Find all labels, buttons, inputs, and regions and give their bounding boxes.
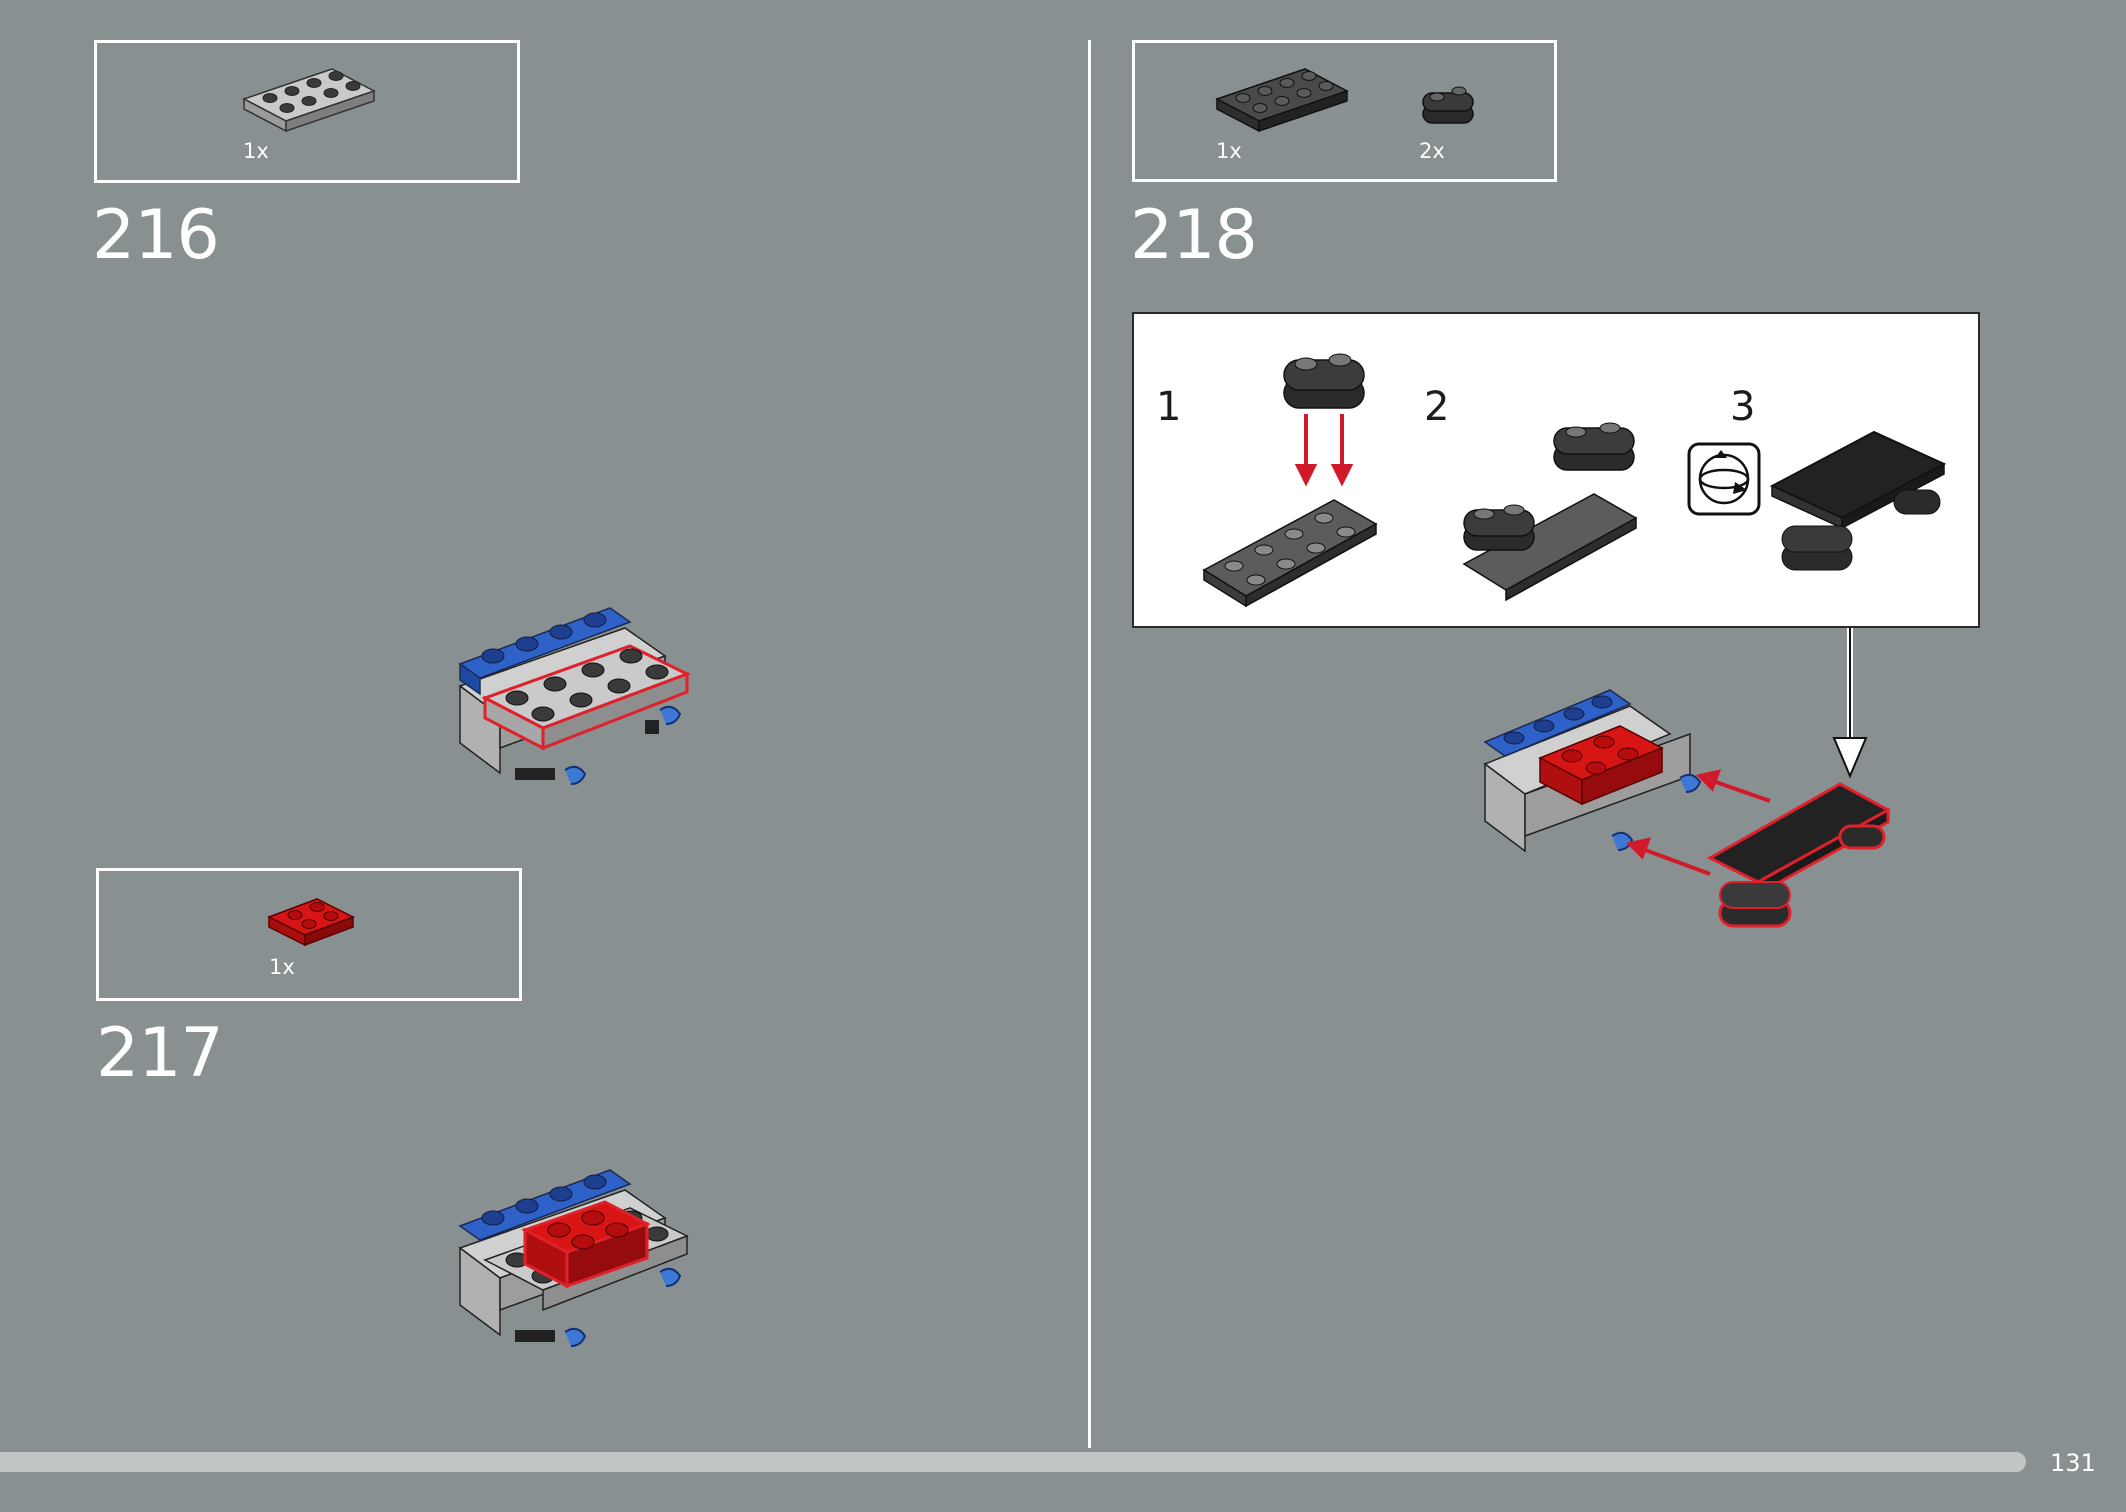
substep-number-1: 1 xyxy=(1156,384,1182,430)
dark-gray-plate-1x2-rounded-part xyxy=(1422,86,1474,124)
part-quantity: 1x xyxy=(269,955,295,979)
step-number-216: 216 xyxy=(92,196,220,275)
model-step-218 xyxy=(1483,689,1892,928)
rotate-model-icon xyxy=(1687,442,1761,516)
part-quantity: 1x xyxy=(1216,139,1242,163)
model-step-216 xyxy=(458,607,691,785)
parts-box-step-216: 1x xyxy=(94,40,520,183)
part-quantity: 1x xyxy=(243,139,269,163)
dark-gray-plate-2x4-part xyxy=(1215,68,1349,133)
substep-2-illustration xyxy=(1462,422,1638,602)
parts-box-step-218: 1x 2x xyxy=(1132,40,1557,182)
progress-bar xyxy=(0,1452,2026,1472)
model-step-217 xyxy=(458,1169,689,1347)
substep-1-illustration xyxy=(1202,353,1378,608)
page-number: 131 xyxy=(2050,1449,2096,1477)
arrow-down-icon xyxy=(1832,628,1868,779)
sub-assembly-callout: 1 2 3 xyxy=(1132,312,1980,628)
part-quantity: 2x xyxy=(1419,139,1445,163)
light-gray-plate-2x4-part xyxy=(242,68,376,133)
substep-number-2: 2 xyxy=(1424,384,1450,430)
page-divider xyxy=(1088,40,1091,1448)
substep-3-illustration xyxy=(1769,430,1947,571)
parts-box-step-217: 1x xyxy=(96,868,522,1001)
step-number-217: 217 xyxy=(96,1014,224,1093)
step-number-218: 218 xyxy=(1130,196,1258,275)
red-plate-2x2-part xyxy=(267,898,355,947)
substep-number-3: 3 xyxy=(1730,384,1756,430)
